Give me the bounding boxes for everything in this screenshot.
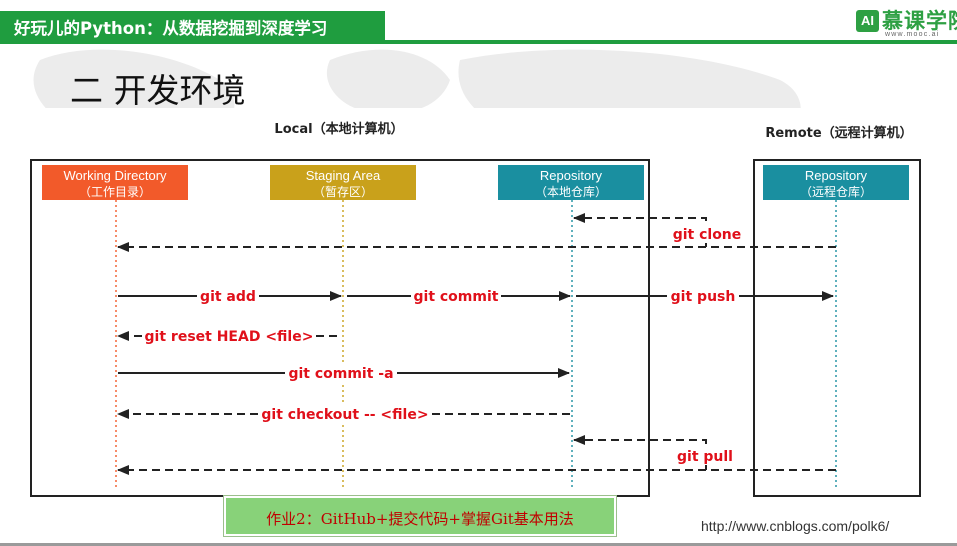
git-push-label: git push — [671, 289, 736, 305]
brand-name: 慕课学院 — [882, 9, 957, 33]
homework-text: 作业2：GitHub+提交代码+掌握Git基本用法 — [266, 510, 574, 528]
git-reset-label: git reset HEAD <file> — [145, 329, 314, 345]
local-repository-box: Repository （本地仓库） — [498, 165, 644, 200]
git-pull-arrow-to-repository — [573, 435, 707, 470]
git-commit-a-flow: git commit -a — [118, 364, 570, 382]
banner-underline — [0, 40, 957, 44]
git-workflow-diagram: Local（本地计算机） Remote（远程计算机） Working Direc… — [23, 108, 933, 514]
git-reset-flow: git reset HEAD <file> — [117, 327, 337, 345]
git-checkout-flow: git checkout -- <file> — [117, 405, 570, 423]
working-directory-box: Working Directory （工作目录） — [42, 165, 188, 200]
course-title: 好玩儿的Python：从数据挖掘到深度学习 — [14, 19, 328, 38]
ai-logo-icon: AI — [856, 10, 879, 32]
git-pull-label: git pull — [677, 449, 733, 465]
git-commit-flow: git commit — [347, 287, 571, 305]
brand-url: www.mooc.ai — [885, 31, 940, 38]
git-pull-flow: git pull — [117, 435, 836, 475]
local-computer-frame — [30, 159, 650, 497]
remote-repository-name: Repository — [805, 168, 868, 183]
working-directory-subtitle: （工作目录） — [79, 185, 151, 199]
git-checkout-label: git checkout -- <file> — [261, 407, 428, 423]
git-add-label: git add — [200, 289, 256, 305]
source-url: http://www.cnblogs.com/polk6/ — [701, 518, 890, 534]
git-clone-flow: git clone — [117, 213, 836, 252]
brand-logo: AI 慕课学院 www.mooc.ai — [856, 4, 957, 40]
git-clone-arrow-to-repository — [573, 213, 707, 247]
bottom-divider — [0, 543, 957, 546]
git-add-flow: git add — [118, 287, 342, 305]
git-clone-label: git clone — [673, 227, 742, 243]
staging-area-name: Staging Area — [306, 168, 381, 183]
working-directory-name: Working Directory — [63, 168, 167, 183]
git-commit-label: git commit — [414, 289, 499, 305]
staging-area-subtitle: （暂存区） — [313, 185, 373, 199]
remote-repository-subtitle: （远程仓库） — [800, 184, 872, 199]
remote-label: Remote（远程计算机） — [765, 125, 912, 141]
course-banner: 好玩儿的Python：从数据挖掘到深度学习 AI 慕课学院 www.mooc.a… — [0, 0, 957, 46]
homework-banner: 作业2：GitHub+提交代码+掌握Git基本用法 — [224, 496, 616, 536]
staging-area-box: Staging Area （暂存区） — [270, 165, 416, 200]
slide-title: 二 开发环境 — [70, 71, 246, 110]
local-label: Local（本地计算机） — [274, 121, 403, 137]
remote-repository-box: Repository （远程仓库） — [763, 165, 909, 200]
remote-computer-frame — [753, 159, 921, 497]
local-repository-name: Repository — [540, 168, 603, 183]
git-push-flow: git push — [576, 287, 834, 305]
git-commit-a-label: git commit -a — [288, 366, 393, 382]
banner-title-background — [0, 11, 385, 41]
local-repository-subtitle: （本地仓库） — [535, 184, 607, 199]
